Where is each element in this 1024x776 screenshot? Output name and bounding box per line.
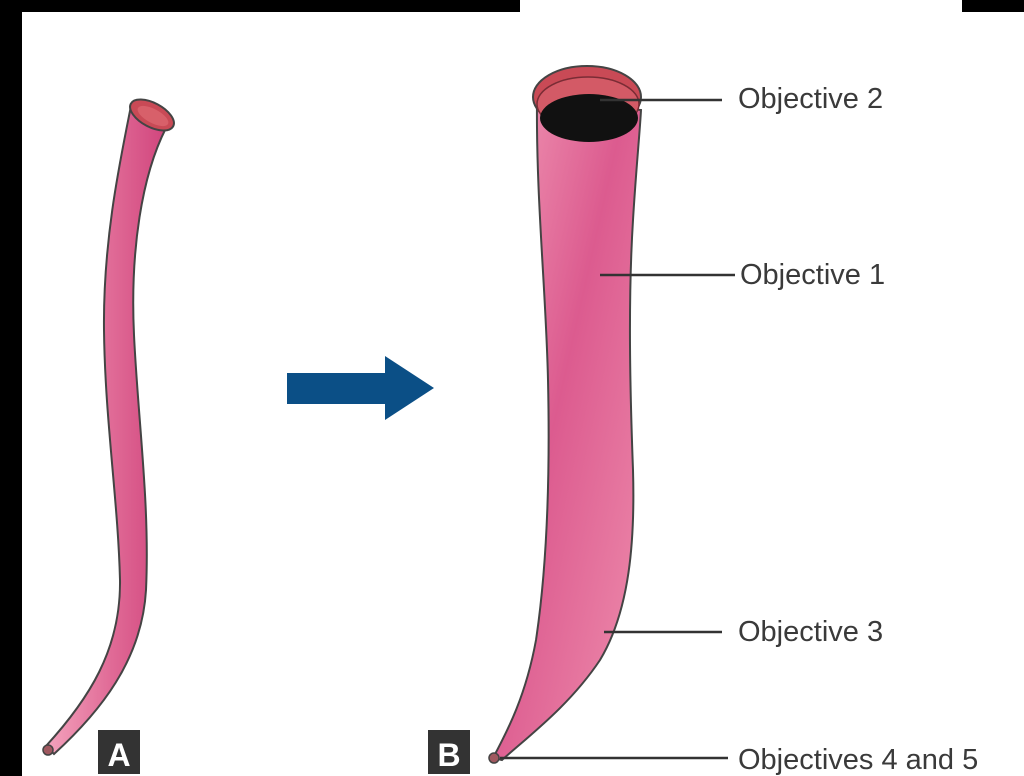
callout-objectives-4-5: Objectives 4 and 5 bbox=[738, 744, 978, 776]
callout-objective-3: Objective 3 bbox=[738, 616, 883, 648]
panel-label-a: A bbox=[98, 730, 140, 774]
panel-label-b-text: B bbox=[437, 737, 460, 773]
callout-objective-2: Objective 2 bbox=[738, 83, 883, 115]
panel-b-vessel-tip bbox=[489, 753, 499, 763]
callout-objective-1: Objective 1 bbox=[740, 259, 885, 291]
panel-label-a-text: A bbox=[107, 737, 130, 773]
panel-label-b: B bbox=[428, 730, 470, 774]
panel-a-vessel-tip bbox=[43, 745, 53, 755]
